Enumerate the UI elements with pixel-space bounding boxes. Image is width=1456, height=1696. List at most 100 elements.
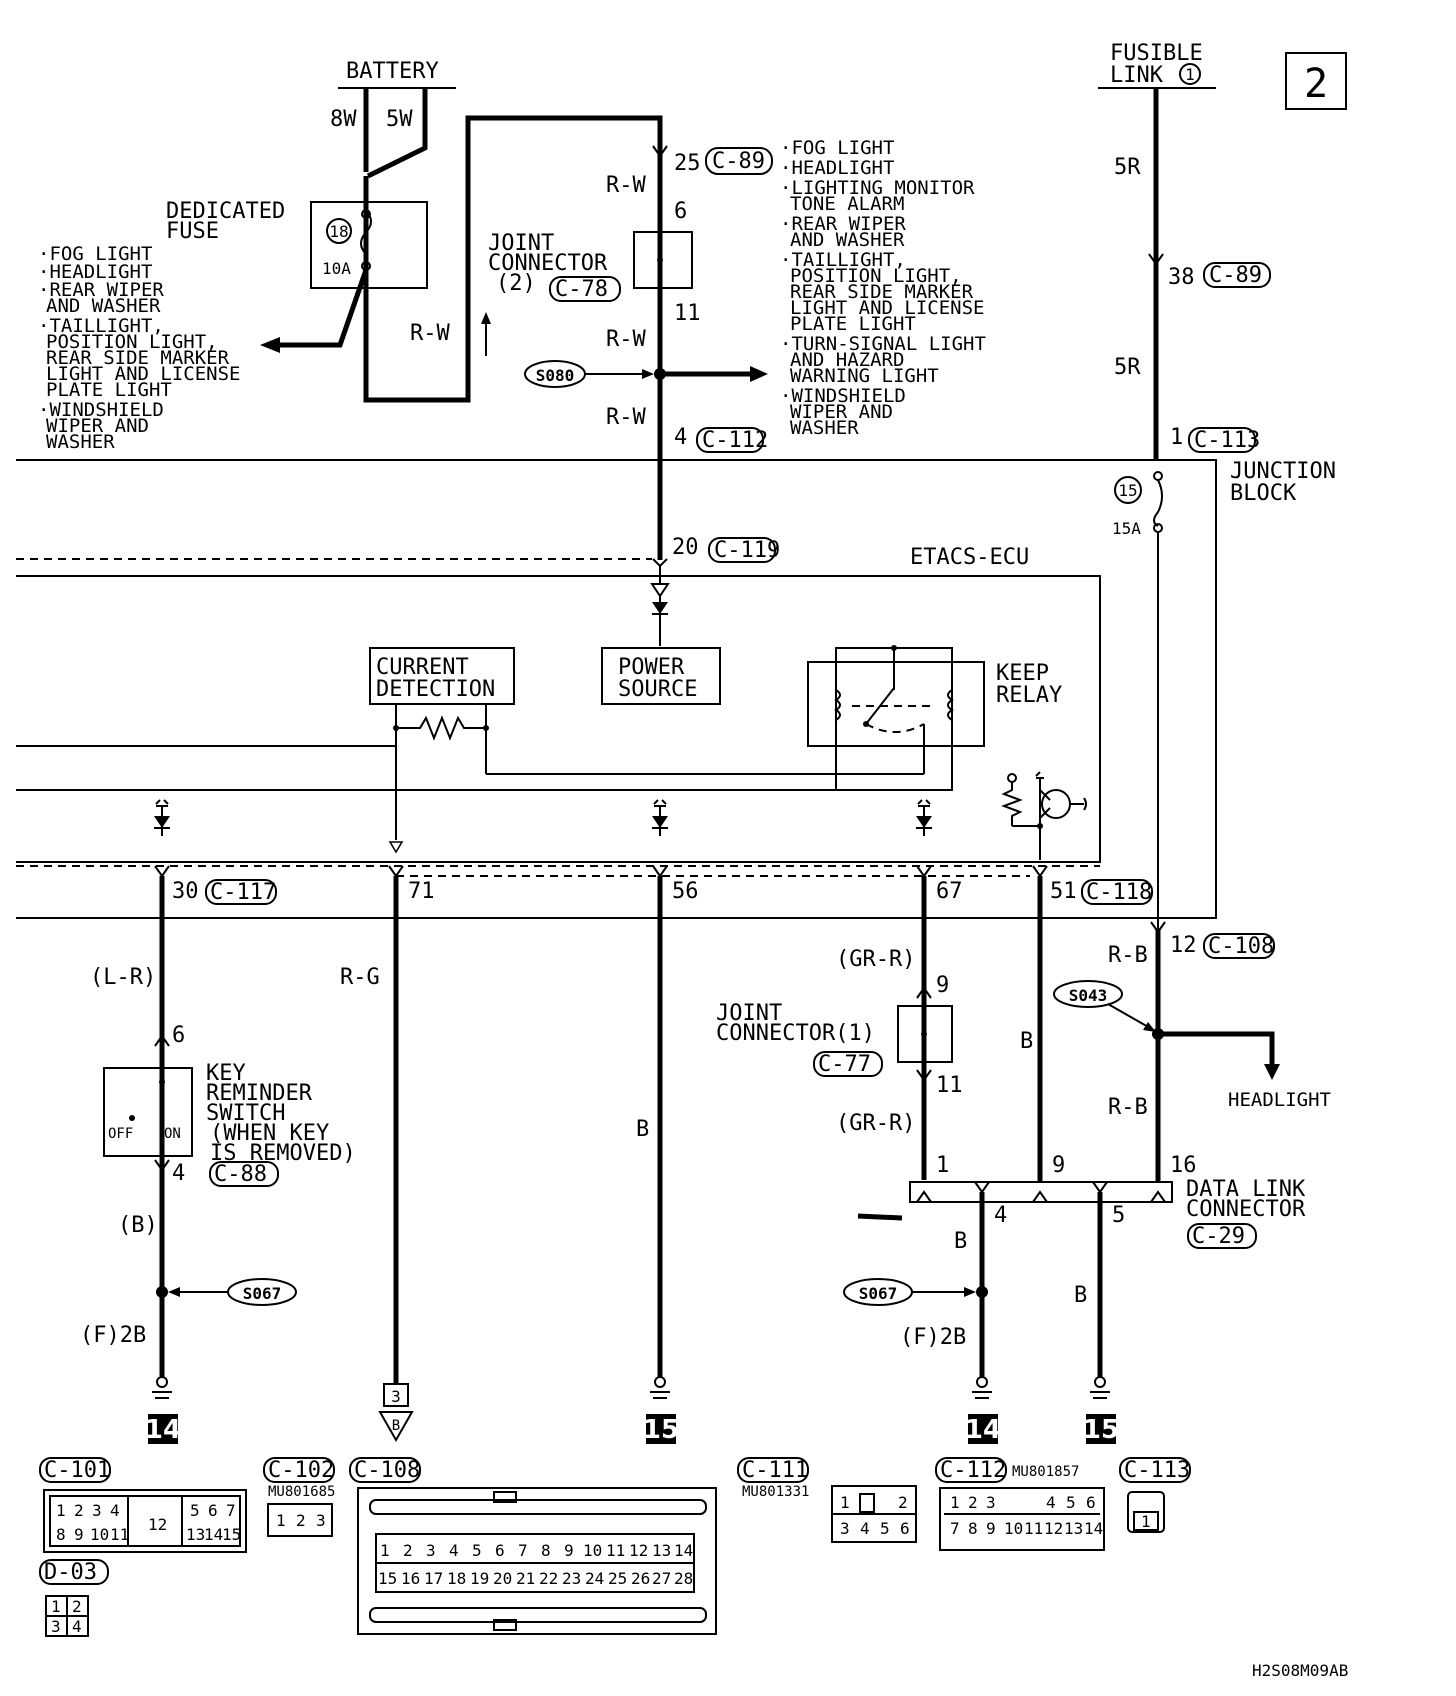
svg-text:C-78: C-78 [555, 277, 608, 302]
svg-text:LIGHT AND LICENSE: LIGHT AND LICENSE [790, 297, 984, 319]
svg-text:1: 1 [276, 1511, 286, 1530]
rw-feed-line: 25 C-89 R-W 6 [606, 118, 773, 560]
svg-text:C-89: C-89 [1209, 263, 1262, 288]
svg-text:11: 11 [110, 1525, 129, 1544]
connector-d03: D-03 1 2 3 4 [39, 1559, 109, 1637]
svg-text:4: 4 [994, 1203, 1007, 1228]
svg-text:C-89: C-89 [712, 149, 765, 174]
svg-text:MU801685: MU801685 [268, 1484, 335, 1500]
svg-text:5: 5 [472, 1541, 482, 1560]
svg-text:4: 4 [72, 1617, 82, 1636]
svg-text:BLOCK: BLOCK [1230, 481, 1297, 506]
svg-text:·TAILLIGHT,: ·TAILLIGHT, [38, 315, 164, 337]
svg-text:7: 7 [950, 1519, 960, 1538]
svg-text:10: 10 [90, 1525, 109, 1544]
svg-text:15: 15 [222, 1525, 241, 1544]
svg-text:6: 6 [172, 1023, 185, 1048]
svg-text:C-108: C-108 [1208, 934, 1274, 959]
svg-text:1: 1 [56, 1501, 66, 1520]
svg-text:ON: ON [164, 1126, 181, 1142]
svg-text:10: 10 [1004, 1519, 1023, 1538]
svg-text:RELAY: RELAY [996, 683, 1062, 708]
svg-text:JOINT: JOINT [488, 231, 554, 256]
svg-text:4: 4 [860, 1519, 870, 1538]
svg-text:R-W: R-W [606, 173, 646, 198]
svg-text:38: 38 [1168, 265, 1195, 290]
svg-text:2: 2 [74, 1501, 84, 1520]
rg-wire: R-G 3 B [340, 876, 414, 1443]
svg-text:1: 1 [1185, 65, 1195, 84]
svg-text:S080: S080 [536, 366, 575, 385]
svg-text:12: 12 [148, 1515, 167, 1534]
svg-text:(F)2B: (F)2B [80, 1323, 146, 1348]
svg-text:9: 9 [74, 1525, 84, 1544]
c108-pins: 1 2 3 4 5 6 7 8 9 10 11 12 13 14 15 16 1… [378, 1541, 693, 1588]
svg-text:9: 9 [986, 1519, 996, 1538]
svg-text:4: 4 [1046, 1493, 1056, 1512]
svg-text:PLATE LIGHT: PLATE LIGHT [790, 313, 916, 335]
svg-text:R-W: R-W [606, 327, 646, 352]
svg-text:15: 15 [378, 1569, 397, 1588]
connector-c108: C-108 1 2 3 4 5 6 7 8 9 10 11 12 13 14 1… [349, 1457, 717, 1635]
svg-text:(WHEN KEY: (WHEN KEY [210, 1121, 329, 1146]
svg-text:·HEADLIGHT: ·HEADLIGHT [38, 261, 152, 283]
svg-text:C-88: C-88 [214, 1162, 267, 1187]
svg-text:R-B: R-B [1108, 943, 1148, 968]
svg-text:27: 27 [652, 1569, 671, 1588]
svg-text:13: 13 [1064, 1519, 1083, 1538]
svg-text:B: B [1074, 1283, 1087, 1308]
svg-text:C-102: C-102 [268, 1458, 334, 1483]
svg-text:REAR SIDE MARKER: REAR SIDE MARKER [790, 281, 974, 303]
svg-text:6: 6 [900, 1519, 910, 1538]
connector-c112: C-112 MU801857 1 2 3 4 5 6 7 8 9 10 11 1… [935, 1457, 1105, 1551]
svg-text:67: 67 [936, 879, 963, 904]
b-ground-wire: B 15 [636, 876, 679, 1445]
svg-text:14: 14 [965, 1415, 1001, 1445]
svg-text:12: 12 [629, 1541, 648, 1560]
svg-text:MU801857: MU801857 [1012, 1464, 1079, 1480]
svg-text:C-29: C-29 [1192, 1224, 1245, 1249]
svg-text:OFF: OFF [108, 1126, 133, 1142]
svg-text:(B): (B) [118, 1213, 158, 1238]
svg-text:REAR SIDE MARKER: REAR SIDE MARKER [46, 347, 230, 369]
svg-text:C-111: C-111 [742, 1458, 808, 1483]
svg-text:11: 11 [1024, 1519, 1043, 1538]
svg-text:3: 3 [51, 1617, 61, 1636]
c89-output-list: ·FOG LIGHT ·HEADLIGHT ·LIGHTING MONITOR … [780, 137, 986, 439]
svg-text:4: 4 [674, 425, 687, 450]
etacs-ecu: ETACS-ECU CURRENT DETECTION POWER SOURCE… [16, 545, 1101, 863]
svg-text:1: 1 [51, 1597, 61, 1616]
svg-text:15: 15 [643, 1415, 679, 1445]
svg-text:8: 8 [968, 1519, 978, 1538]
svg-text:24: 24 [585, 1569, 604, 1588]
svg-text:WASHER: WASHER [46, 431, 115, 453]
svg-text:B: B [636, 1117, 649, 1142]
svg-text:(GR-R): (GR-R) [836, 1111, 915, 1136]
key-reminder-circuit: (L-R) 6 OFF ON 4 C-88 KEY REMINDER SWITC… [80, 876, 356, 1445]
svg-text:CONNECTOR: CONNECTOR [1186, 1197, 1306, 1222]
battery: BATTERY 8W 5W [330, 59, 456, 179]
svg-text:AND HAZARD: AND HAZARD [790, 349, 904, 371]
b-wire-51: B [1020, 876, 1043, 1184]
svg-text:26: 26 [631, 1569, 650, 1588]
svg-text:16: 16 [401, 1569, 420, 1588]
svg-text:C-113: C-113 [1194, 428, 1260, 453]
svg-text:S043: S043 [1069, 986, 1108, 1005]
svg-text:8: 8 [541, 1541, 551, 1560]
svg-text:22: 22 [539, 1569, 558, 1588]
svg-text:POWER: POWER [618, 655, 685, 680]
svg-text:R-W: R-W [606, 405, 646, 430]
svg-text:14: 14 [674, 1541, 693, 1560]
svg-text:·WINDSHIELD: ·WINDSHIELD [38, 399, 164, 421]
svg-text:C-101: C-101 [44, 1458, 110, 1483]
svg-text:·HEADLIGHT: ·HEADLIGHT [780, 157, 894, 179]
svg-text:18: 18 [447, 1569, 466, 1588]
svg-text:5W: 5W [386, 107, 413, 132]
svg-text:15A: 15A [1112, 519, 1141, 538]
svg-text:DATA LINK: DATA LINK [1186, 1177, 1306, 1202]
svg-text:11: 11 [674, 301, 701, 326]
svg-text:1: 1 [1141, 1512, 1151, 1531]
svg-text:·REAR WIPER: ·REAR WIPER [780, 213, 906, 235]
svg-text:56: 56 [672, 879, 699, 904]
